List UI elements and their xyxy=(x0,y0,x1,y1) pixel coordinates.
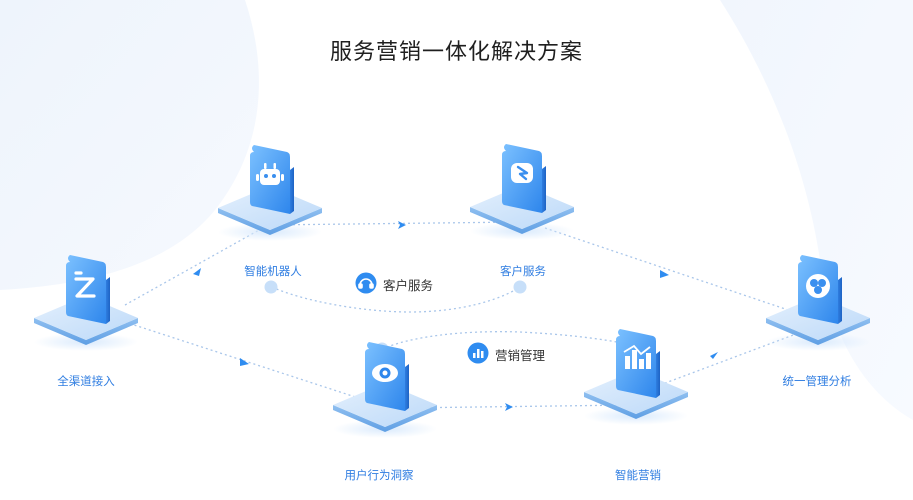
arc-dot xyxy=(513,280,527,294)
node-behavior xyxy=(333,342,437,438)
link-access-behavior xyxy=(124,321,381,406)
page-title: 服务营销一体化解决方案 xyxy=(329,40,583,65)
node-label-analytics: 统一管理分析 xyxy=(782,374,852,388)
node-robot xyxy=(218,145,322,241)
analytics-circle-icon xyxy=(806,274,830,298)
node-label-access: 全渠道接入 xyxy=(57,374,115,388)
headset-icon xyxy=(358,278,374,289)
service-bolt-icon xyxy=(511,163,533,183)
link-robot-service xyxy=(267,221,521,226)
bg-shape-left xyxy=(0,0,259,290)
node-label-marketing: 智能营销 xyxy=(615,468,661,482)
link-service-analytics xyxy=(544,227,813,319)
bg-shape-right xyxy=(720,0,913,420)
node-service xyxy=(470,144,574,240)
channel-z-icon xyxy=(74,271,96,298)
arrow-icon xyxy=(193,268,201,276)
node-label-service: 客户服务 xyxy=(500,264,546,278)
eye-icon xyxy=(372,364,398,382)
arc-dot xyxy=(264,280,278,294)
node-label-robot: 智能机器人 xyxy=(244,264,302,278)
arrows xyxy=(193,221,718,411)
arrow-icon xyxy=(398,221,406,229)
node-marketing xyxy=(584,329,688,425)
connections xyxy=(124,221,813,409)
group-label-customer-service: 客户服务 xyxy=(383,278,434,293)
group-label-marketing-mgmt: 营销管理 xyxy=(495,348,546,363)
arrow-icon xyxy=(240,358,249,366)
badge-marketing-mgmt xyxy=(467,342,489,364)
badge-customer-service xyxy=(355,272,377,294)
arc-marketing-mgmt xyxy=(381,331,633,350)
node-label-behavior: 用户行为洞察 xyxy=(344,468,414,482)
arrow-icon xyxy=(660,270,669,278)
link-behavior-marketing xyxy=(399,404,633,409)
arrow-icon xyxy=(710,352,718,359)
arrow-icon xyxy=(505,403,513,411)
chart-icon xyxy=(473,349,484,358)
node-access xyxy=(34,255,138,351)
arc-customer-service xyxy=(271,286,521,313)
node-analytics xyxy=(766,255,870,351)
robot-icon xyxy=(256,163,284,185)
bar-chart-icon xyxy=(623,344,651,369)
